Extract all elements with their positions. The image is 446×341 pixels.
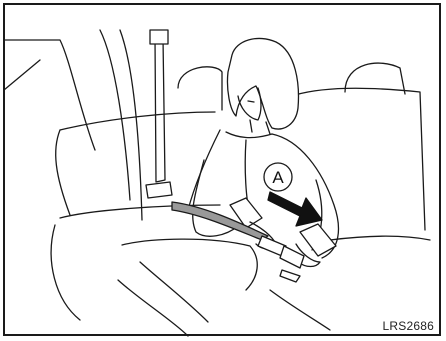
insert-arrow [268,192,322,226]
right-thigh [140,262,208,322]
buckle-strap [280,270,300,282]
figure-code: LRS2686 [383,319,434,333]
seat-right-cushion [330,236,430,240]
headrest-left [178,67,222,110]
leg-line [118,280,188,336]
window-line [100,30,130,200]
jacket-collar [226,132,272,138]
neck [250,120,270,134]
door-trim [4,60,40,90]
door-pillar [4,40,95,150]
belt-guide [150,30,168,44]
seat-back-top [56,130,70,215]
eye [248,101,254,102]
belt-buckle-anchor [146,182,172,198]
seat-cushion-front [51,225,80,320]
hair [227,38,298,129]
shoulder-belt-upper [155,38,165,182]
leg-front [270,290,330,330]
window-line-2 [120,30,142,220]
callout-a-label: A [268,168,288,188]
